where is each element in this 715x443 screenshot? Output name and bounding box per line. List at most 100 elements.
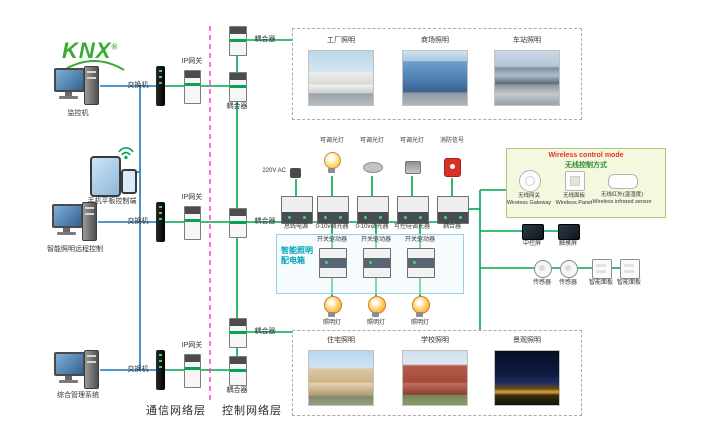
line-coupler-icon (229, 72, 247, 102)
cabinet-title: 智能照明 配电箱 (281, 246, 313, 266)
load-label-dimmable-2: 可调光灯 (359, 138, 384, 144)
pc-tower-icon (82, 202, 97, 241)
photo-factory-lighting (308, 50, 374, 106)
switch-label: 交换机 (127, 218, 149, 225)
tablet-icon (90, 156, 121, 197)
wireless-sensor-label-zh: 无线红外(温湿度) (600, 192, 644, 198)
module-label-coupler: 耦合器 (442, 224, 461, 230)
ip-gateway-label: IP网关 (181, 58, 203, 65)
photo-school-lighting (402, 350, 468, 406)
photo-landscape-lighting (494, 350, 560, 406)
module-label-dimmer-2: 0-10v调光器 (355, 224, 389, 230)
top-application-zone (292, 28, 582, 120)
monitor-base (59, 96, 78, 99)
knx-logo-swoosh (63, 60, 125, 71)
monitor-stand (65, 92, 72, 96)
spotlight-icon (405, 161, 421, 174)
mains-voltage-label: 220V AC (262, 168, 286, 174)
driver-label: 开关驱动器 (404, 237, 435, 243)
wireless-sensor-icon (608, 174, 638, 189)
bottom-application-zone (292, 330, 582, 416)
ip-gateway-label: IP网关 (181, 194, 203, 201)
load-label-dimmable-3: 可调光灯 (399, 138, 424, 144)
monitor-base (59, 380, 78, 383)
central-screen-label: 中控屏 (522, 241, 541, 247)
lamp-base (328, 168, 335, 173)
ethernet-switch-icon (156, 350, 165, 390)
switch-label: 交换机 (127, 82, 149, 89)
driver-label: 开关驱动器 (360, 237, 391, 243)
line-coupler-icon (229, 26, 247, 56)
wireless-panel-label-en: Wireless Panel (555, 200, 593, 206)
sensor-icon (534, 260, 552, 278)
monitor-icon (54, 68, 85, 92)
touch-screen-label: 触摸屏 (558, 241, 577, 247)
photo-residential-lighting (308, 350, 374, 406)
dimmable-lamp-icon (324, 152, 341, 169)
module-label-dimmer-1: 0-10v调光器 (315, 224, 349, 230)
switch-actuator-icon (319, 248, 347, 278)
coupler-label: 耦合器 (254, 218, 276, 225)
wireless-panel-icon (565, 171, 585, 191)
wireless-gateway-label-zh: 无线网关 (517, 193, 540, 199)
smart-panel-label: 智能面板 (588, 280, 613, 286)
lamp-base (328, 312, 335, 317)
wireless-sensor-label-en: Wireless infrared sensor (592, 199, 652, 205)
switch-actuator-icon (407, 248, 435, 278)
ip-gateway-icon (184, 354, 201, 388)
control-layer-label: 控制网络层 (222, 405, 282, 417)
wireless-title-zh: 无线控制方式 (565, 162, 607, 169)
terminal-label-management: 综合管理系统 (57, 392, 99, 399)
wireless-gateway-icon (519, 170, 541, 192)
photo-label-residential: 住宅照明 (327, 337, 355, 344)
monitor-icon (54, 352, 85, 376)
coupler-module-icon (437, 196, 469, 224)
touch-screen-icon (558, 224, 580, 240)
photo-label-factory: 工厂照明 (327, 37, 355, 44)
smart-panel-icon (620, 259, 640, 279)
monitor-icon (52, 204, 83, 228)
photo-label-mall: 商场照明 (421, 37, 449, 44)
power-plug-icon (290, 168, 301, 178)
phone-icon (121, 169, 137, 194)
module-label-scr-dimmer: 可控硅调光器 (393, 224, 430, 230)
scr-dimmer-module-icon (397, 196, 429, 224)
bus-power-supply-icon (281, 196, 313, 224)
coupler-label: 耦合器 (254, 328, 276, 335)
knx-logo-text: KNX® (62, 38, 119, 63)
module-label-bus-power: 总线电源 (283, 224, 308, 230)
photo-mall-lighting (402, 50, 468, 106)
coupler-label: 耦合器 (226, 103, 248, 110)
sensor-label: 传感器 (532, 280, 551, 286)
photo-label-station: 车站照明 (513, 37, 541, 44)
cabinet-title-line2: 配电箱 (281, 256, 305, 265)
lamp-base (372, 312, 379, 317)
pc-tower-icon (84, 350, 99, 389)
fire-alarm-icon (444, 158, 461, 177)
wireless-gateway-label-en: Wireless Gateway (506, 200, 552, 206)
line-coupler-icon (229, 318, 247, 348)
ip-gateway-icon (184, 70, 201, 104)
terminal-label-monitor: 监控机 (67, 110, 89, 117)
ethernet-switch-icon (156, 66, 165, 106)
wireless-panel-label-zh: 无线面板 (562, 193, 585, 199)
photo-station-lighting (494, 50, 560, 106)
load-label-dimmable-1: 可调光灯 (319, 138, 344, 144)
management-pc-icon (54, 350, 100, 390)
ip-gateway-icon (184, 206, 201, 240)
smart-panel-label: 智能面板 (616, 280, 641, 286)
sensor-label: 传感器 (558, 280, 577, 286)
dimmer-module-icon (357, 196, 389, 224)
driver-label: 开关驱动器 (316, 237, 347, 243)
line-coupler-icon (229, 208, 247, 238)
line-coupler-icon (229, 356, 247, 386)
switch-actuator-icon (363, 248, 391, 278)
wireless-title-en: Wireless control mode (548, 152, 624, 159)
smart-panel-icon (592, 259, 612, 279)
coupler-label: 耦合器 (226, 387, 248, 394)
downlight-icon (363, 162, 383, 173)
communication-layer-label: 通信网络层 (146, 405, 206, 417)
knx-logo: KNX® (62, 38, 134, 72)
terminal-label-remote: 智能照明远程控制 (47, 246, 103, 253)
